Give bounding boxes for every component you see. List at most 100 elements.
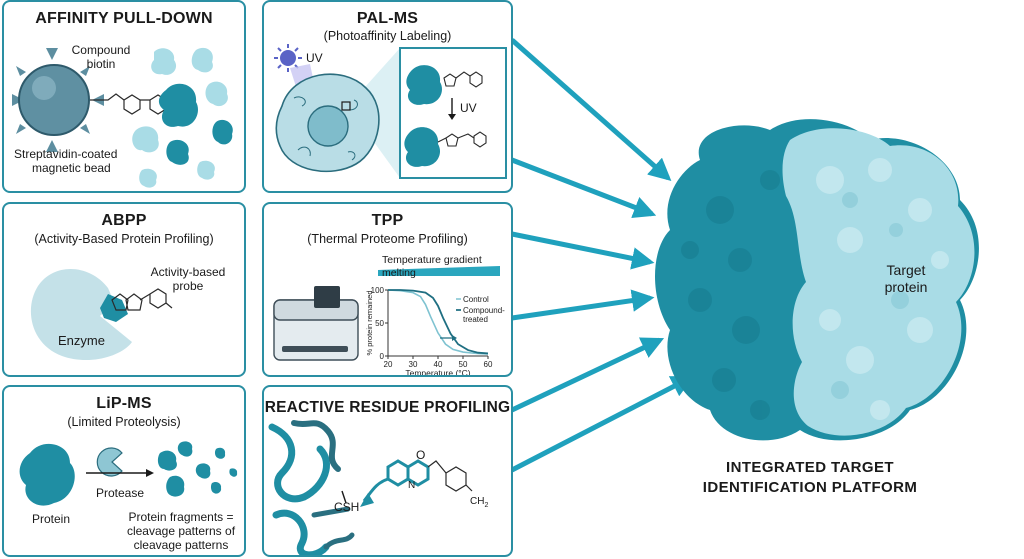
protein-label: Protein — [32, 512, 71, 526]
protein-blob — [197, 160, 215, 180]
biotin-label: biotin — [86, 57, 116, 71]
lipms-art — [19, 441, 238, 506]
protein-blob — [191, 47, 213, 73]
y-axis-label: % protein remained — [365, 290, 374, 355]
platform-title-line: INTEGRATED TARGET — [726, 459, 894, 476]
panel-subtitle: (Thermal Proteome Profiling) — [307, 232, 468, 246]
probe-structure — [111, 288, 173, 311]
panel-title: TPP — [371, 212, 404, 229]
temperature-gradient-bar — [378, 266, 500, 276]
affinity-art — [12, 47, 233, 188]
carbonyl-o-label: O — [416, 448, 426, 462]
probe-before — [443, 71, 483, 88]
panel-title: AFFINITY PULL-DOWN — [35, 10, 213, 27]
panel-lip-ms: LiP-MS (Limited Proteolysis) Protease Pr… — [2, 385, 246, 557]
csh-label: CSH — [334, 500, 360, 514]
arrow-palms-bottom — [511, 157, 657, 219]
platform-title-line: IDENTIFICATION PLATFORM — [702, 479, 918, 496]
x-tick-label: 60 — [484, 360, 493, 369]
palms-art — [274, 44, 507, 179]
uv-label: UV — [306, 51, 323, 65]
target-protein-label: protein — [884, 279, 928, 295]
protease-label: Protease — [96, 486, 145, 500]
panel-title: ABPP — [101, 212, 147, 229]
panel-subtitle: (Photoaffinity Labeling) — [323, 29, 452, 43]
intact-protein — [19, 443, 75, 506]
probe-label: probe — [172, 279, 204, 293]
panel-subtitle: (Limited Proteolysis) — [67, 415, 181, 429]
series-line-0 — [387, 289, 489, 355]
arrow-reactive-top — [510, 337, 665, 413]
shift-arrow-head — [452, 335, 457, 341]
protein-blob — [151, 48, 177, 75]
abpp-art — [30, 268, 173, 361]
ligand-arrow-head — [360, 493, 374, 507]
gradient-label: Temperature gradient melting — [382, 254, 482, 279]
protein-blob — [212, 119, 233, 145]
x-tick-label: 40 — [434, 360, 443, 369]
y-tick-label: 50 — [375, 319, 384, 328]
probe-after — [437, 131, 487, 148]
ligand-structure — [362, 459, 430, 502]
reactive-art — [268, 420, 473, 555]
protein-fragments — [157, 441, 238, 497]
arrow-tpp-top — [511, 231, 655, 270]
uv-arrow-label: UV — [460, 101, 477, 115]
panel-affinity-pulldown: AFFINITY PULL-DOWN Compoun — [2, 0, 246, 193]
legend-label: Compound- — [463, 306, 505, 315]
fragments-label: Protein fragments = — [128, 510, 234, 524]
protein-blob — [139, 168, 157, 188]
cell-illustration — [275, 73, 380, 172]
bead-label: Streptavidin-coated — [14, 147, 118, 161]
benzyl-group — [427, 460, 473, 492]
x-tick-label: 50 — [459, 360, 468, 369]
methylene-text: CH — [470, 496, 485, 507]
x-tick-label: 20 — [384, 360, 393, 369]
fragments-label: cleavage patterns of — [126, 524, 236, 538]
methylene-label: CH2 — [470, 495, 488, 512]
probe-label: Activity-based — [150, 265, 226, 279]
uv-lamp-icon — [274, 44, 302, 72]
arrow-palms-top — [510, 38, 672, 181]
protein-after-icon — [404, 127, 441, 167]
protease-icon — [96, 447, 123, 477]
nitrogen-label: N — [408, 480, 416, 491]
target-protein-label: Target — [886, 262, 926, 278]
panel-pal-ms: PAL-MS (Photoaffinity Labeling) — [262, 0, 513, 193]
streptavidin-bead — [12, 48, 104, 152]
protein-blob — [166, 139, 189, 165]
methylene-sub: 2 — [484, 502, 489, 509]
panel-title: LiP-MS — [96, 395, 152, 412]
x-axis-label: Temperature (°C) — [405, 368, 470, 377]
protein-blob — [205, 81, 228, 107]
sulfur-bond — [341, 490, 347, 504]
arrow-reactive-bottom — [510, 375, 694, 473]
legend-label: Control — [463, 295, 489, 304]
panel-title: PAL-MS — [356, 10, 419, 27]
compound-label: Compound — [71, 43, 131, 57]
target-protein-bound — [158, 83, 198, 127]
fragments-label: cleavage patterns — [133, 538, 229, 552]
bead-label: magnetic bead — [32, 161, 111, 175]
y-tick-label: 100 — [371, 286, 385, 295]
panel-reactive-residue: REACTIVE RESIDUE PROFILING CSH O N CH2 — [262, 385, 513, 557]
x-tick-label: 30 — [409, 360, 418, 369]
panel-abpp: ABPP (Activity-Based Protein Profiling) … — [2, 202, 246, 377]
legend-label: treated — [463, 315, 488, 324]
arrow-tpp-mid — [511, 289, 655, 321]
probe-warhead — [100, 294, 128, 322]
enzyme-label: Enzyme — [58, 333, 105, 348]
series-line-1 — [388, 289, 489, 355]
reaction-arrow-head — [146, 469, 154, 477]
protein-blob — [132, 126, 159, 153]
panel-title: REACTIVE RESIDUE PROFILING — [264, 399, 511, 416]
protein-before-icon — [406, 65, 443, 105]
thermal-cycler-icon — [273, 286, 359, 361]
uv-arrow-head — [448, 114, 456, 120]
platform-title: INTEGRATED TARGET IDENTIFICATION PLATFOR… — [660, 458, 960, 498]
panel-subtitle: (Activity-Based Protein Profiling) — [34, 232, 214, 246]
panel-tpp: TPP (Thermal Proteome Profiling) 20 30 40 5… — [262, 202, 513, 377]
